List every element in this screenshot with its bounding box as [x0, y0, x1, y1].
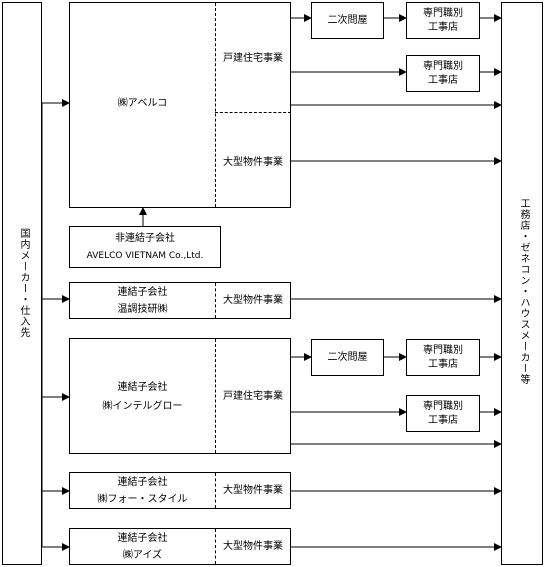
avelco-wholesaler-box: 二次問屋 — [311, 2, 384, 39]
avelco-large-division: 大型物件事業 — [223, 157, 283, 168]
intelgro-contractor-1-line2: 工事店 — [428, 359, 458, 370]
forstyle-box: 連結子会社 ㈱フォー・スタイル 大型物件事業 — [69, 472, 291, 509]
avelco-residential-division: 戸建住宅事業 — [223, 53, 283, 64]
aizu-type: 連結子会社 — [117, 533, 168, 544]
forstyle-type: 連結子会社 — [117, 477, 168, 488]
vietnam-box: 非連結子会社 AVELCO VIETNAM Co.,Ltd. — [69, 226, 221, 268]
domestic-suppliers-column: 国内メーカー・仕入先 — [2, 2, 42, 565]
onchou-type: 連結子会社 — [117, 287, 168, 298]
customers-column: 工務店・ゼネコン・ハウスメーカー等 — [501, 2, 543, 565]
forstyle-large-division: 大型物件事業 — [223, 485, 283, 496]
avelco-contractor-2-line2: 工事店 — [428, 75, 458, 86]
aizu-box: 連結子会社 ㈱アイズ 大型物件事業 — [69, 528, 291, 565]
intelgro-contractor-2-line2: 工事店 — [428, 415, 458, 426]
avelco-contractor-1-line1: 専門職別 — [423, 8, 463, 19]
avelco-contractor-1-box: 専門職別 工事店 — [406, 2, 480, 39]
vietnam-type: 非連結子会社 — [115, 233, 175, 244]
customers-label: 工務店・ゼネコン・ハウスメーカー等 — [518, 198, 529, 385]
avelco-contractor-2-line1: 専門職別 — [423, 61, 463, 72]
intelgro-type: 連結子会社 — [117, 382, 168, 393]
onchou-box: 連結子会社 温調技研㈱ 大型物件事業 — [69, 282, 291, 319]
intelgro-name: ㈱インテルグロー — [102, 401, 183, 412]
avelco-name: ㈱アベルコ — [117, 98, 168, 109]
forstyle-name: ㈱フォー・スタイル — [97, 494, 188, 505]
avelco-contractor-1-line2: 工事店 — [428, 22, 458, 33]
aizu-large-division: 大型物件事業 — [223, 541, 283, 552]
intelgro-box: 連結子会社 ㈱インテルグロー 戸建住宅事業 — [69, 338, 291, 454]
intelgro-contractor-2-box: 専門職別 工事店 — [406, 395, 480, 432]
onchou-name: 温調技研㈱ — [117, 304, 168, 315]
intelgro-contractor-1-line1: 専門職別 — [423, 345, 463, 356]
intelgro-residential-division: 戸建住宅事業 — [223, 391, 283, 402]
intelgro-wholesaler-label: 二次問屋 — [327, 352, 368, 363]
intelgro-wholesaler-box: 二次問屋 — [311, 339, 384, 376]
onchou-large-division: 大型物件事業 — [223, 295, 283, 306]
avelco-contractor-2-box: 専門職別 工事店 — [406, 55, 480, 92]
domestic-suppliers-label: 国内メーカー・仕入先 — [18, 228, 29, 338]
avelco-wholesaler-label: 二次問屋 — [327, 15, 368, 26]
intelgro-contractor-2-line1: 専門職別 — [423, 401, 463, 412]
avelco-box: ㈱アベルコ 戸建住宅事業 大型物件事業 — [69, 2, 291, 208]
aizu-name: ㈱アイズ — [122, 550, 163, 561]
vietnam-name: AVELCO VIETNAM Co.,Ltd. — [86, 251, 204, 261]
intelgro-contractor-1-box: 専門職別 工事店 — [406, 339, 480, 376]
